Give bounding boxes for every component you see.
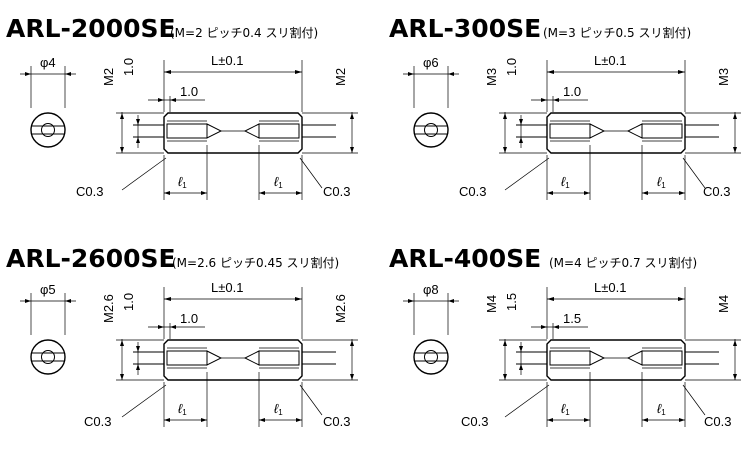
thread-length-right: ℓ1 [274, 401, 283, 417]
slot-width-label: 1.0 [563, 84, 581, 99]
slot-width-label: 1.5 [563, 311, 581, 326]
chamfer-right-label: C0.3 [323, 184, 350, 199]
chamfer-right-label: C0.3 [704, 414, 731, 429]
slot-depth-label: 1.0 [121, 58, 136, 76]
thread-length-right: ℓ1 [657, 174, 666, 190]
spacer-drawing-view [402, 59, 742, 201]
part-title: ARL-400SE [389, 244, 541, 273]
spacer-drawing-view [402, 286, 742, 428]
thread-size-left: M2.6 [101, 294, 116, 323]
chamfer-right-label: C0.3 [323, 414, 350, 429]
thread-size-right: M3 [716, 68, 731, 86]
thread-size-left: M2 [101, 68, 116, 86]
length-label: L±0.1 [211, 280, 243, 295]
chamfer-left-label: C0.3 [84, 414, 111, 429]
slot-width-label: 1.0 [180, 84, 198, 99]
diameter-label: φ4 [40, 55, 56, 70]
slot-depth-label: 1.0 [504, 58, 519, 76]
diameter-label: φ8 [423, 282, 439, 297]
thread-length-right: ℓ1 [657, 401, 666, 417]
slot-width-label: 1.0 [180, 311, 198, 326]
part-title: ARL-300SE [389, 14, 541, 43]
diameter-label: φ6 [423, 55, 439, 70]
thread-length-left: ℓ1 [178, 401, 187, 417]
chamfer-left-label: C0.3 [461, 414, 488, 429]
part-title: ARL-2000SE [6, 14, 176, 43]
part-spec: (M=2 ピッチ0.4 スリ割付) [170, 25, 318, 40]
part-drawing-arl-400se: ARL-400SE (M=4 ピッチ0.7 スリ割付) φ8 M4 1.5 M4… [389, 244, 742, 429]
part-drawing-arl-300se: ARL-300SE (M=3 ピッチ0.5 スリ割付) φ6 M3 1.0 M3… [389, 14, 742, 201]
thread-size-right: M4 [716, 295, 731, 313]
chamfer-left-label: C0.3 [459, 184, 486, 199]
thread-size-left: M3 [484, 68, 499, 86]
thread-length-left: ℓ1 [561, 401, 570, 417]
chamfer-right-label: C0.3 [703, 184, 730, 199]
thread-size-right: M2.6 [333, 294, 348, 323]
part-title: ARL-2600SE [6, 244, 176, 273]
spacer-drawing-view [19, 286, 359, 428]
length-label: L±0.1 [211, 53, 243, 68]
length-label: L±0.1 [594, 280, 626, 295]
chamfer-left-label: C0.3 [76, 184, 103, 199]
thread-size-left: M4 [484, 295, 499, 313]
diameter-label: φ5 [40, 282, 56, 297]
part-spec: (M=2.6 ピッチ0.45 スリ割付) [172, 255, 339, 270]
part-drawing-arl-2000se: ARL-2000SE (M=2 ピッチ0.4 スリ割付) φ4 M2 1.0 M… [6, 14, 359, 201]
thread-size-right: M2 [333, 68, 348, 86]
thread-length-left: ℓ1 [561, 174, 570, 190]
part-spec: (M=3 ピッチ0.5 スリ割付) [543, 25, 691, 40]
thread-length-left: ℓ1 [178, 174, 187, 190]
length-label: L±0.1 [594, 53, 626, 68]
part-drawing-arl-2600se: ARL-2600SE (M=2.6 ピッチ0.45 スリ割付) φ5 M2.6 … [6, 244, 359, 429]
thread-length-right: ℓ1 [274, 174, 283, 190]
slot-depth-label: 1.5 [504, 293, 519, 311]
spacer-drawing-view [19, 59, 359, 201]
slot-depth-label: 1.0 [121, 293, 136, 311]
part-spec: (M=4 ピッチ0.7 スリ割付) [549, 255, 697, 270]
